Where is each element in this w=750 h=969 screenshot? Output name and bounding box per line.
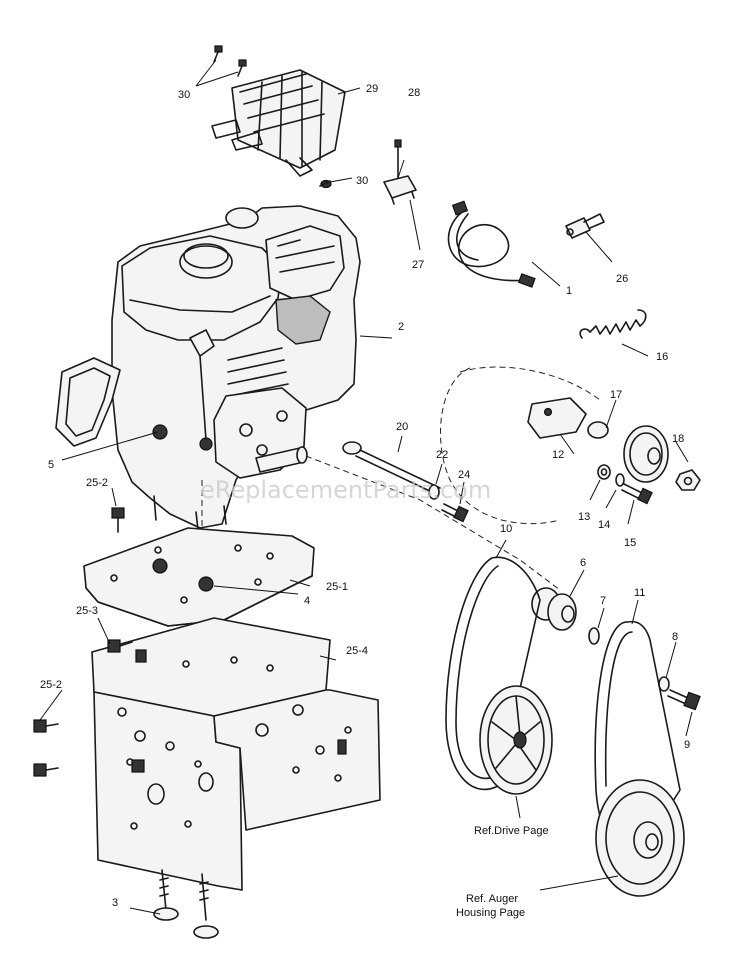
callout-7: 7 xyxy=(600,595,606,607)
drive-belt-10 xyxy=(445,556,541,791)
bolt-25-3 xyxy=(107,639,147,663)
assembly-line-pulley xyxy=(459,366,601,401)
screw-28 xyxy=(394,139,402,179)
callout-10: 10 xyxy=(500,523,512,535)
callout-25-4: 25-4 xyxy=(346,645,368,657)
callout-8: 8 xyxy=(672,631,678,643)
auger-pulley xyxy=(595,779,685,897)
callout-25-2-bottom: 25-2 xyxy=(40,679,62,691)
callout-5: 5 xyxy=(48,459,54,471)
starter-handle xyxy=(55,357,121,447)
callout-13: 13 xyxy=(578,511,590,523)
ref-drive-page: Ref.Drive Page xyxy=(474,825,549,837)
callout-20: 20 xyxy=(396,421,408,433)
callout-4: 4 xyxy=(304,595,310,607)
spark-plug-boot xyxy=(383,175,417,205)
callout-9: 9 xyxy=(684,739,690,751)
callout-30-top: 30 xyxy=(178,89,190,101)
frame-assembly xyxy=(91,617,381,891)
extension-spring xyxy=(579,309,647,339)
callout-1: 1 xyxy=(566,285,572,297)
engine-mount-plate xyxy=(83,527,315,627)
screw-30-upper xyxy=(213,45,247,77)
washer-14 xyxy=(615,473,625,487)
callout-16: 16 xyxy=(656,351,668,363)
drive-pulley xyxy=(479,685,553,795)
engine xyxy=(111,205,361,531)
callout-labels: 30 29 30 28 27 1 26 2 16 5 17 12 18 20 2… xyxy=(40,83,690,919)
bolt-3 xyxy=(153,869,219,939)
callout-14: 14 xyxy=(598,519,610,531)
bolt-20 xyxy=(342,441,441,495)
bolt-15 xyxy=(621,483,653,505)
bolt-9 xyxy=(667,689,701,711)
bolt-25-2-lower xyxy=(33,719,145,777)
callout-11: 11 xyxy=(634,587,645,599)
leader-lines xyxy=(39,59,693,915)
callout-22: 22 xyxy=(436,449,448,461)
callout-15: 15 xyxy=(624,537,636,549)
callout-18: 18 xyxy=(672,433,684,445)
muffler-guard xyxy=(211,69,346,177)
ref-auger-line2: Housing Page xyxy=(456,907,525,919)
callout-28: 28 xyxy=(408,87,420,99)
callout-2: 2 xyxy=(398,321,404,333)
washer-13 xyxy=(597,464,611,480)
callout-12: 12 xyxy=(552,449,564,461)
callout-17: 17 xyxy=(610,389,622,401)
callout-25-3: 25-3 xyxy=(76,605,98,617)
callout-6: 6 xyxy=(580,557,586,569)
callout-3: 3 xyxy=(112,897,118,909)
nut-18 xyxy=(675,469,701,491)
callout-25-2-top: 25-2 xyxy=(86,477,108,489)
callout-29: 29 xyxy=(366,83,378,95)
callout-30-bottom: 30 xyxy=(356,175,368,187)
callout-24: 24 xyxy=(458,469,470,481)
pulley-bracket-12 xyxy=(527,397,609,439)
ignition-key xyxy=(565,213,605,239)
bolt-25-2-upper xyxy=(111,507,125,533)
assembly-line-crank xyxy=(305,455,561,591)
callout-26: 26 xyxy=(616,273,628,285)
screw-30-lower xyxy=(319,179,332,189)
screw-24 xyxy=(441,503,469,523)
ref-auger-line1: Ref. Auger xyxy=(466,893,518,905)
idler-pulley-17 xyxy=(623,425,669,483)
assembly-line-bracket xyxy=(440,367,561,525)
callout-25-1: 25-1 xyxy=(326,581,348,593)
spacer-7 xyxy=(588,627,600,645)
watermark: eReplacementParts.com xyxy=(200,476,491,504)
engine-pulley-6 xyxy=(531,587,577,631)
washer-22 xyxy=(428,484,440,500)
callout-27: 27 xyxy=(412,259,424,271)
electric-starter-cord xyxy=(447,200,536,288)
